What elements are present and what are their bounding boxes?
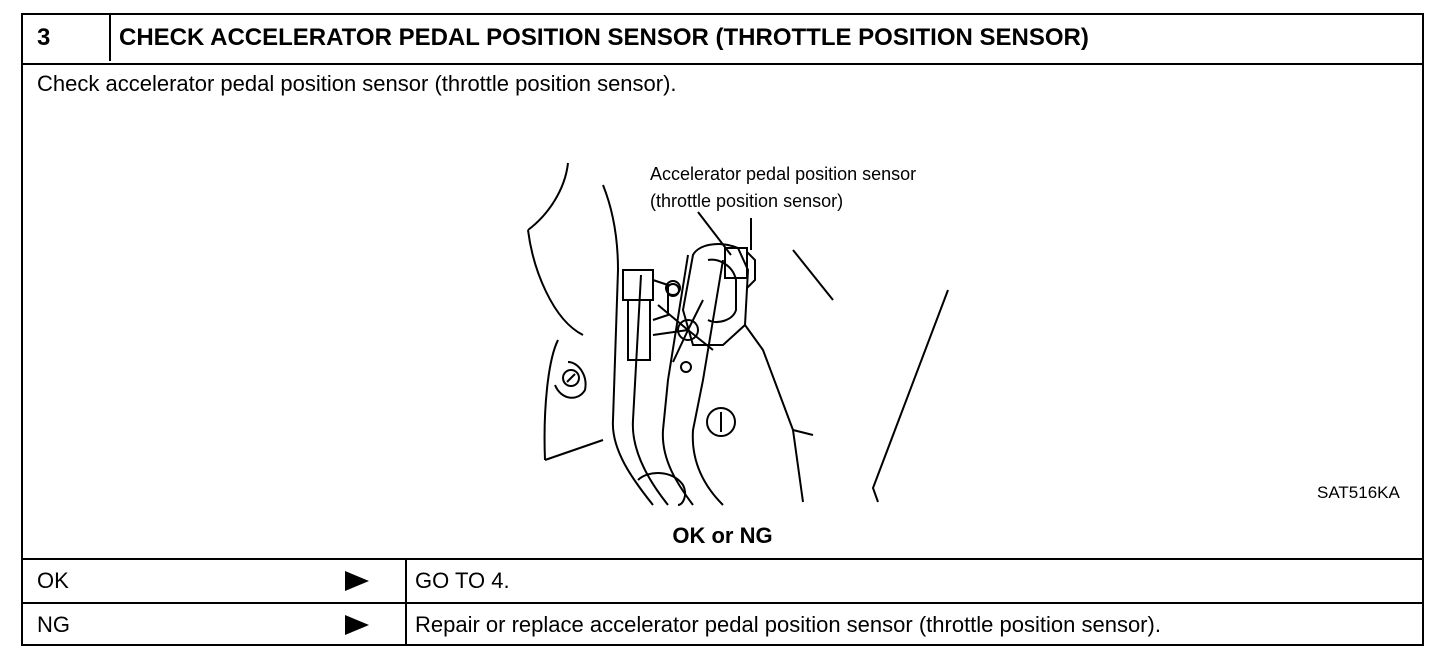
callout-line-2: (throttle position sensor)	[650, 191, 843, 211]
column-divider	[405, 604, 407, 646]
step-title: CHECK ACCELERATOR PEDAL POSITION SENSOR …	[119, 24, 1089, 51]
result-label: OK	[37, 568, 69, 593]
result-label: NG	[37, 612, 70, 637]
figure-code: SAT516KA	[1317, 483, 1400, 502]
column-divider	[405, 560, 407, 602]
step-header: 3 CHECK ACCELERATOR PEDAL POSITION SENSO…	[23, 15, 1422, 65]
arrow-right-icon	[345, 615, 369, 635]
arrow-right-icon	[345, 571, 369, 591]
callout-line-1: Accelerator pedal position sensor	[650, 164, 916, 184]
result-action: GO TO 4.	[415, 568, 510, 593]
procedure-table: 3 CHECK ACCELERATOR PEDAL POSITION SENSO…	[21, 13, 1424, 646]
pedal-sensor-illustration: Accelerator pedal position sensor (throt…	[527, 162, 949, 506]
instruction-text: Check accelerator pedal position sensor …	[37, 71, 677, 96]
result-row-ng: NG Repair or replace accelerator pedal p…	[23, 602, 1422, 646]
step-number: 3	[23, 15, 111, 61]
result-question: OK or NG	[672, 523, 773, 548]
result-action: Repair or replace accelerator pedal posi…	[415, 612, 1161, 637]
result-row-ok: OK GO TO 4.	[23, 558, 1422, 602]
